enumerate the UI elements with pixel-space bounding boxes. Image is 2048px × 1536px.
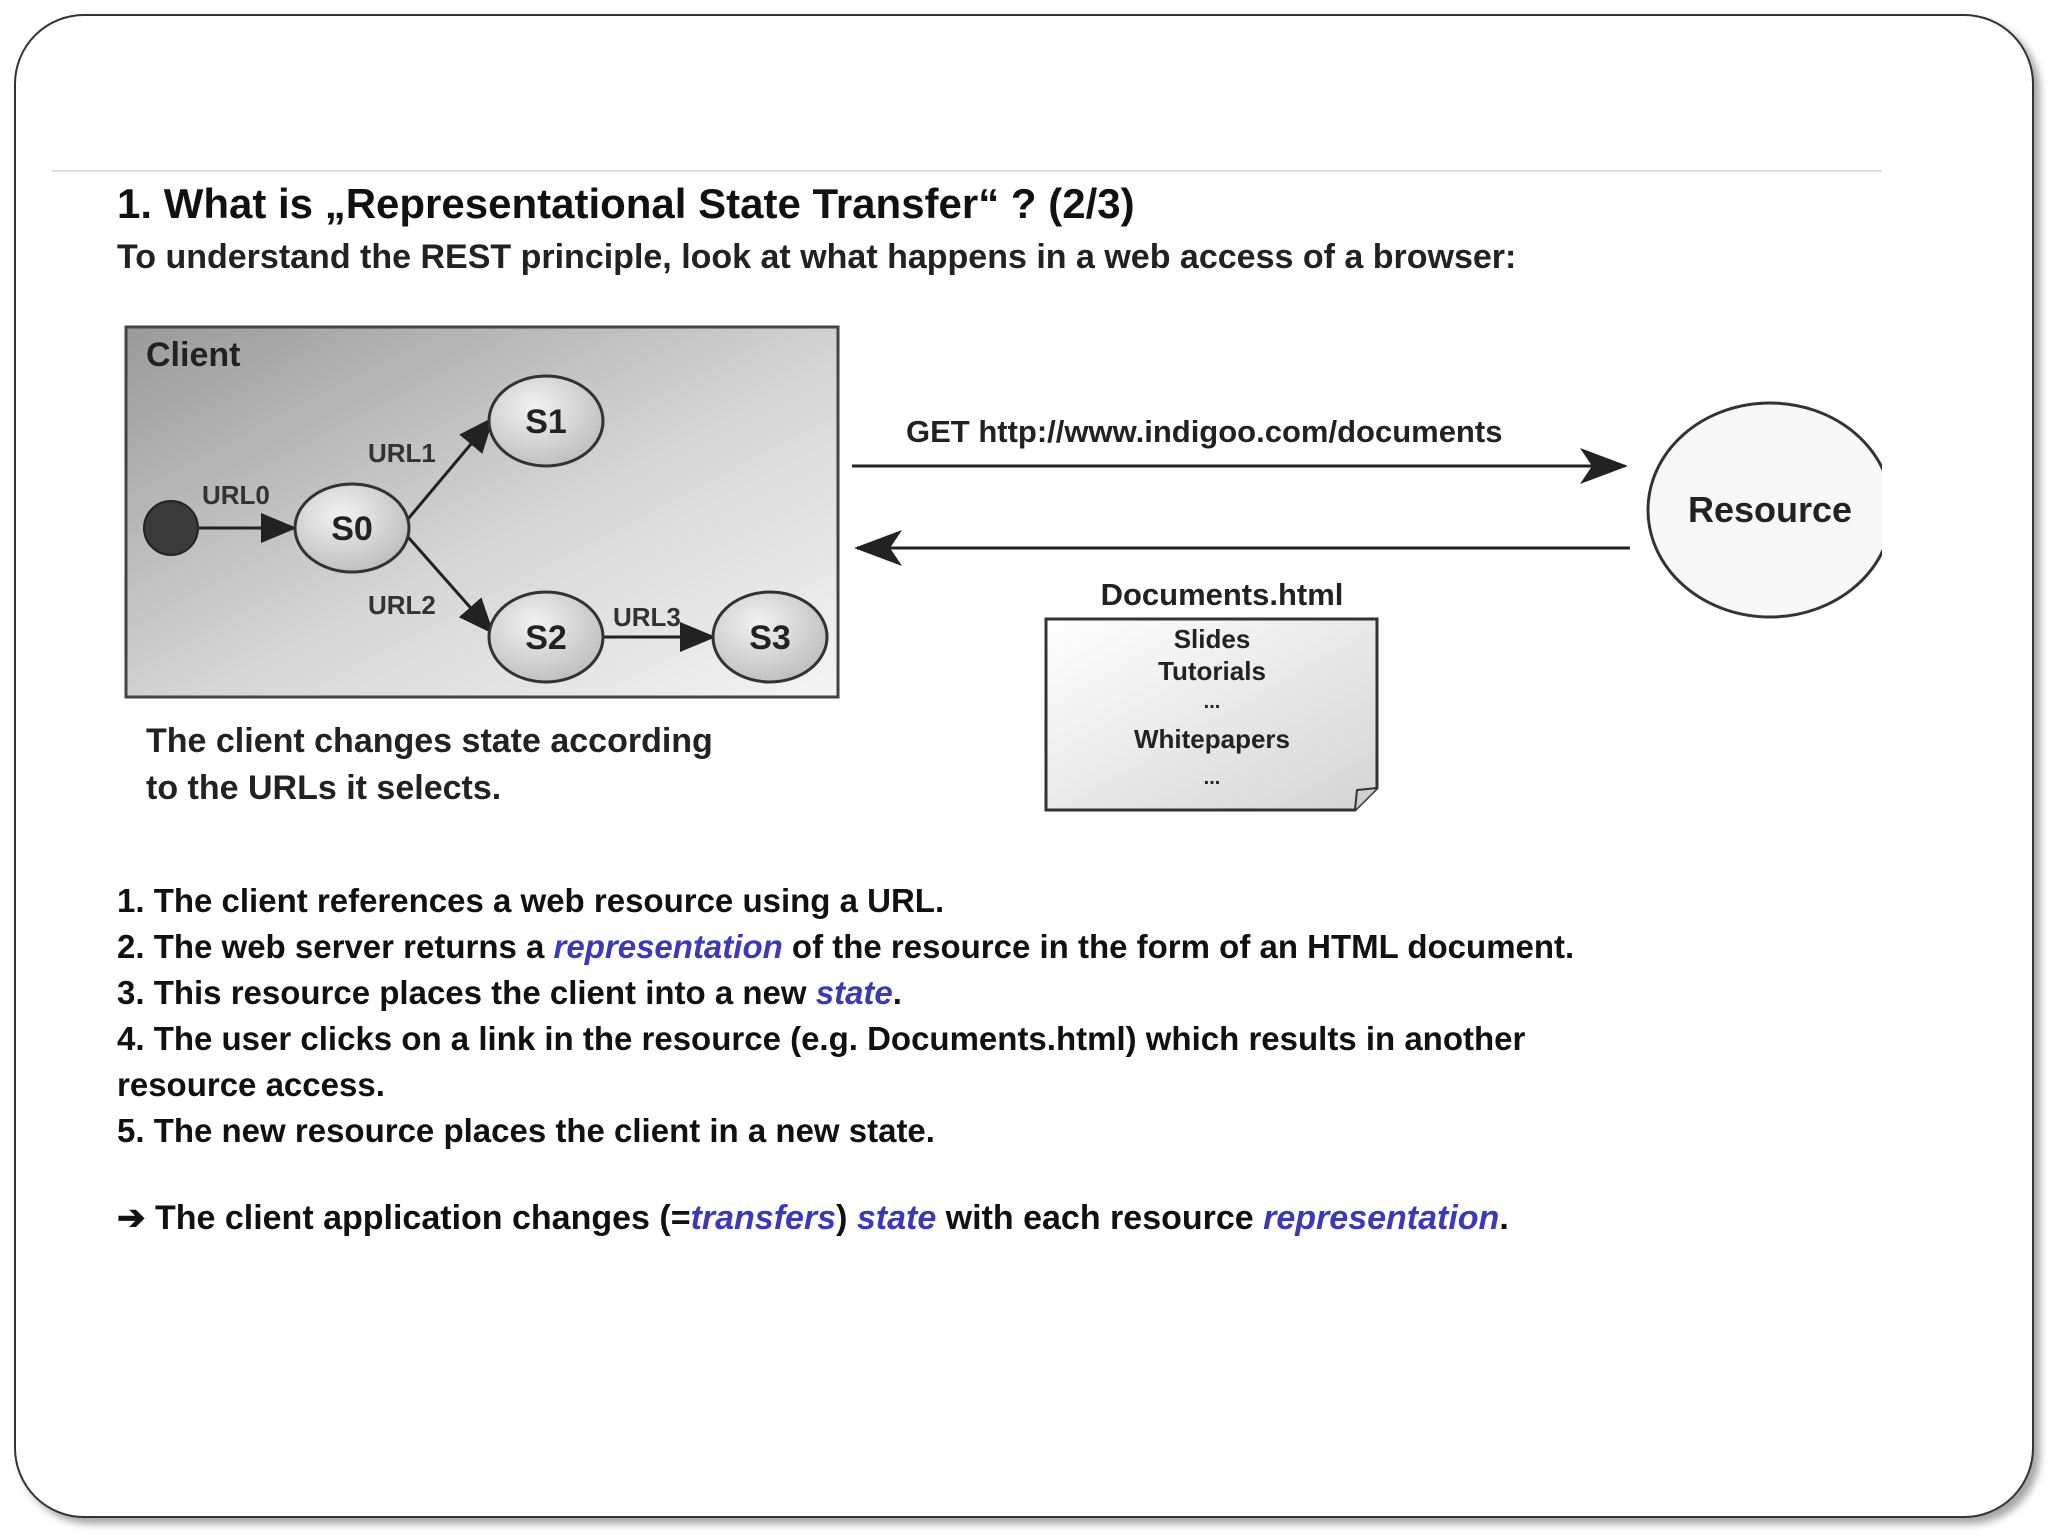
page-title: 1. What is „Representational State Trans…: [117, 180, 1135, 227]
resource-node: [1646, 401, 1882, 619]
step-5: 5. The new resource places the client in…: [117, 1112, 935, 1149]
state-s3-node: [711, 590, 829, 684]
arrow-icon: ➔: [117, 1199, 146, 1237]
page-subtitle: To understand the REST principle, look a…: [117, 238, 1517, 276]
start-node: [143, 500, 199, 556]
document-line-5: ...: [1204, 767, 1221, 789]
url0-label: URL0: [202, 480, 270, 510]
conclusion-text-d: .: [1499, 1199, 1509, 1237]
url3-label: URL3: [613, 602, 681, 632]
document-page-curl: [1354, 787, 1378, 811]
resource-label: Resource: [1688, 489, 1852, 530]
step-1: 1. The client references a web resource …: [117, 882, 945, 919]
diagram-caption: The client changes state according to th…: [146, 718, 713, 812]
steps-list: 1. The client references a web resource …: [117, 878, 1887, 1154]
request-label: GET http://www.indigoo.com/documents: [906, 414, 1502, 449]
step-3-text-b: .: [892, 974, 902, 1011]
document-line-2: Tutorials: [1158, 656, 1266, 686]
step-3-emphasis: state: [815, 974, 893, 1011]
step-3: 3. This resource places the client into …: [117, 970, 1887, 1016]
document-line-3: ...: [1204, 691, 1221, 713]
step-2-text-a: 2. The web server returns a: [117, 928, 554, 965]
caption-line-2: to the URLs it selects.: [146, 769, 502, 807]
step-4-line-2: resource access.: [117, 1066, 385, 1103]
url2-label: URL2: [368, 590, 436, 620]
state-s2-label: S2: [525, 619, 567, 657]
state-s0-node: [293, 482, 411, 574]
edge-url1: [406, 416, 494, 520]
client-label: Client: [146, 336, 240, 374]
state-s1-node: [487, 374, 605, 468]
conclusion: ➔ The client application changes (=trans…: [117, 1198, 1509, 1238]
conclusion-emphasis-3: representation: [1263, 1199, 1500, 1237]
conclusion-emphasis-2: state: [856, 1199, 937, 1237]
conclusion-emphasis-1: transfers: [690, 1199, 837, 1237]
step-3-text-a: 3. This resource places the client into …: [117, 974, 816, 1011]
step-2-text-b: of the resource in the form of an HTML d…: [782, 928, 1575, 965]
document-title: Documents.html: [1101, 577, 1344, 612]
caption-line-1: The client changes state according: [146, 722, 713, 760]
conclusion-text-a: The client application changes (=: [145, 1199, 691, 1237]
top-rule: [52, 170, 1882, 172]
state-s2-node: [487, 590, 605, 684]
step-2-emphasis: representation: [553, 928, 783, 965]
state-s1-label: S1: [525, 403, 567, 441]
conclusion-text-b: ): [836, 1199, 857, 1237]
document-line-4: Whitepapers: [1134, 724, 1290, 754]
step-2: 2. The web server returns a representati…: [117, 924, 1887, 970]
document-line-1: Slides: [1174, 624, 1251, 654]
url1-label: URL1: [368, 438, 436, 468]
conclusion-text-c: with each resource: [936, 1199, 1264, 1237]
step-4-line-1: 4. The user clicks on a link in the reso…: [117, 1020, 1526, 1057]
state-s0-label: S0: [331, 510, 373, 548]
state-s3-label: S3: [749, 619, 791, 657]
edge-url2: [406, 536, 494, 635]
